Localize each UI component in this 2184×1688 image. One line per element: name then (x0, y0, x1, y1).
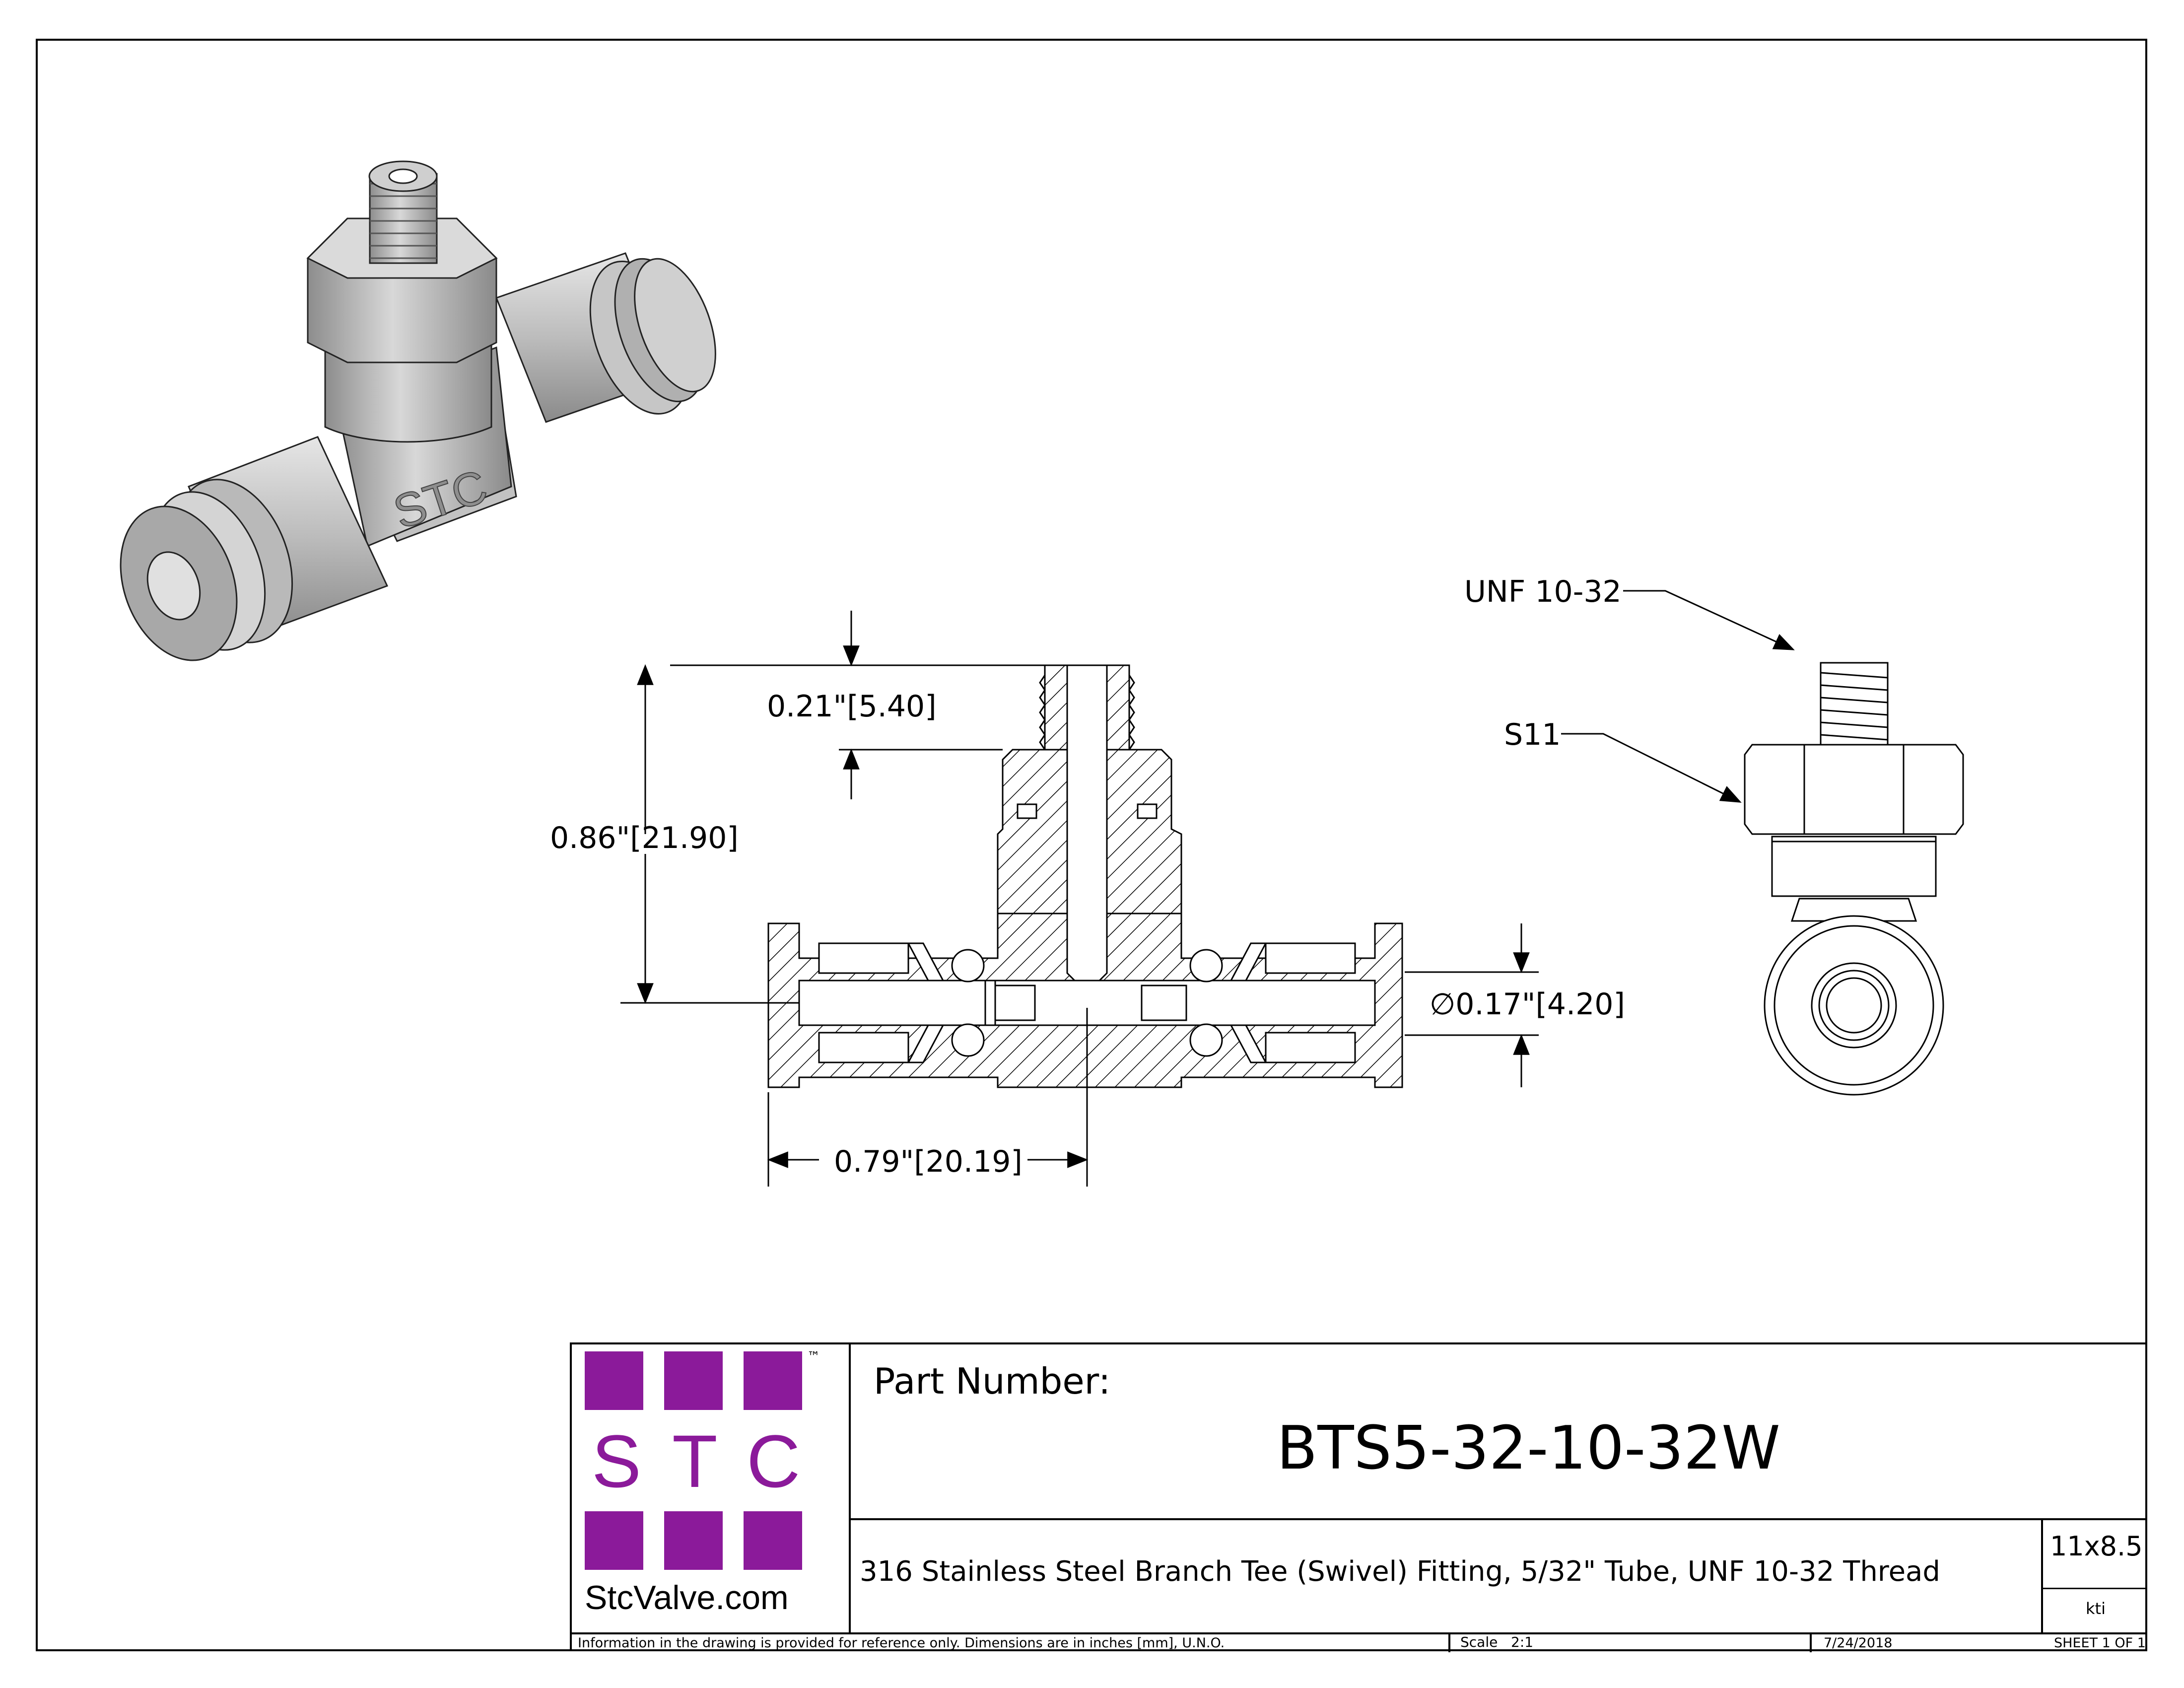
sheet-number: SHEET 1 OF 1 (2054, 1635, 2146, 1651)
logo-square (744, 1511, 802, 1570)
side-callout-leaders (1561, 590, 1795, 803)
side-hex-nut (1744, 744, 1964, 835)
logo-website: StcValve.com (585, 1579, 789, 1617)
logo-trademark: ™ (807, 1349, 820, 1364)
iso-right-tube (495, 252, 716, 423)
scale: Scale 2:1 (1460, 1634, 1534, 1650)
logo-square (664, 1351, 723, 1410)
dimension-half-length: 0.79"[20.19] (834, 1144, 1023, 1179)
dimension-overall-height: 0.86"[21.90] (550, 821, 739, 855)
part-number-label: Part Number: (874, 1360, 1111, 1402)
dimension-top-offset: 0.21"[5.40] (767, 689, 937, 724)
title-block: ™ S T C StcValve.com Part Number: BTS5-3… (570, 1342, 2147, 1652)
section-dimensions (620, 611, 1539, 1187)
side-swivel-collar (1771, 836, 1937, 897)
isometric-view: STC (120, 160, 716, 661)
logo-square (585, 1351, 643, 1410)
iso-left-tube (120, 436, 389, 661)
part-number: BTS5-32-10-32W (1277, 1414, 1780, 1483)
sheet-size: 11x8.5 (2050, 1531, 2143, 1562)
logo-letter-c: C (747, 1419, 801, 1503)
side-view (1744, 662, 1964, 1096)
disclaimer: Information in the drawing is provided f… (578, 1635, 1225, 1651)
section-left-collet (818, 942, 996, 1063)
logo-letter-t: T (672, 1419, 718, 1503)
callout-thread: UNF 10-32 (1464, 574, 1622, 609)
logo-letter-s: S (592, 1419, 642, 1503)
drawn-by: kti (2086, 1599, 2106, 1618)
part-description: 316 Stainless Steel Branch Tee (Swivel) … (860, 1555, 1940, 1588)
section-vertical-bore (1066, 664, 1108, 994)
section-view (767, 664, 1403, 1088)
logo-square (664, 1511, 723, 1570)
drawing-date: 7/24/2018 (1824, 1635, 1893, 1651)
callout-hex-size: S11 (1504, 717, 1561, 752)
section-right-collet (1189, 942, 1356, 1063)
side-tube-end (1764, 915, 1944, 1096)
logo-square (585, 1511, 643, 1570)
iso-swivel-collar (324, 342, 492, 443)
dimension-bore-diameter: ∅0.17"[4.20] (1430, 987, 1625, 1022)
logo-square (744, 1351, 802, 1410)
iso-threaded-stud (368, 160, 438, 264)
stc-logo: ™ S T C StcValve.com (572, 1344, 849, 1632)
